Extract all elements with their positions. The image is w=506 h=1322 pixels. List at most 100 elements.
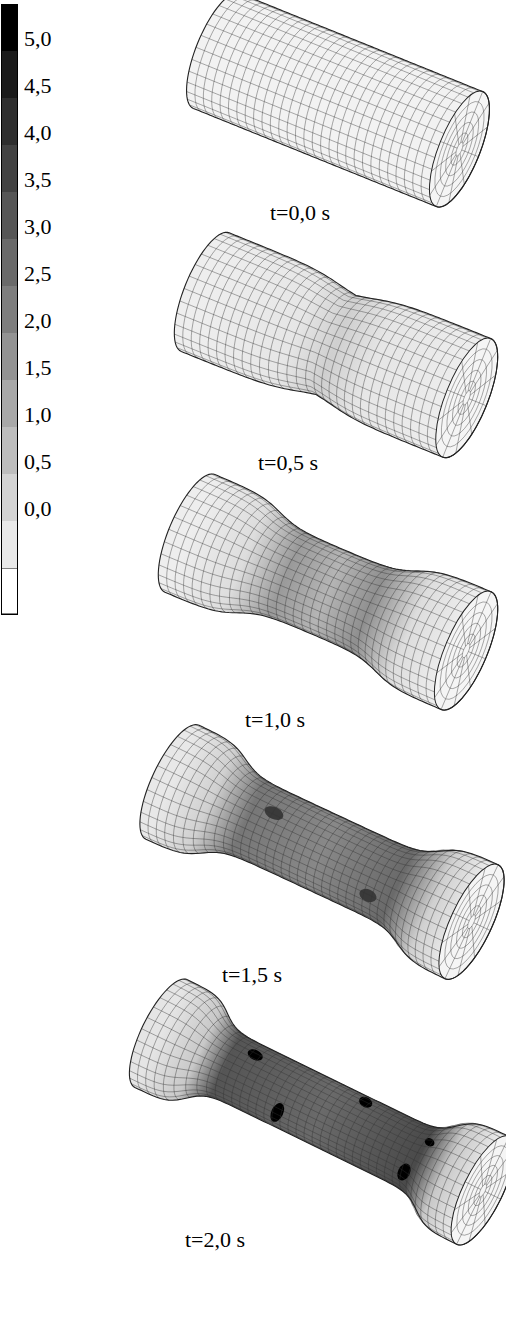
specimen-outline	[146, 466, 506, 717]
mesh-line	[199, 476, 482, 609]
mesh-line	[468, 652, 485, 659]
mesh-line	[158, 561, 440, 692]
mesh-line	[463, 1162, 504, 1220]
mesh-line	[465, 1182, 481, 1190]
mesh-line	[450, 928, 479, 975]
mesh-line	[453, 913, 470, 921]
mesh-line	[434, 868, 506, 976]
mesh-line	[456, 655, 482, 687]
mesh-line	[440, 141, 457, 148]
specimen-surface	[162, 225, 506, 465]
mesh-line	[225, 0, 468, 97]
mesh-line	[184, 288, 446, 394]
mesh-line	[183, 495, 463, 621]
mesh-line	[431, 343, 502, 453]
mesh-line	[218, 504, 278, 613]
legend-swatch	[1, 286, 18, 333]
mesh-line	[430, 596, 503, 706]
specimen-surface	[117, 971, 506, 1253]
mesh-line	[196, 47, 439, 145]
legend-label: 0,5	[24, 451, 52, 473]
mesh-line	[474, 923, 491, 931]
mesh-line	[174, 326, 439, 439]
mesh-line	[447, 642, 464, 649]
mesh-line	[165, 745, 469, 895]
colorbar-band	[1, 4, 18, 51]
mesh-line	[142, 1027, 465, 1186]
mesh-line	[137, 1034, 462, 1197]
mesh-line	[213, 14, 456, 112]
mesh-line	[452, 95, 478, 142]
mesh-line	[176, 730, 483, 887]
specimen-mesh	[117, 971, 506, 1243]
mesh-line	[438, 395, 463, 427]
mesh-line	[485, 1192, 501, 1200]
mesh-line	[140, 811, 448, 969]
mesh-line	[189, 105, 432, 203]
mesh-line	[205, 245, 469, 357]
mesh-line	[469, 399, 486, 406]
mesh-line	[470, 369, 495, 401]
mesh-line	[439, 923, 468, 970]
end-face	[439, 1128, 506, 1253]
mesh-line	[463, 100, 489, 147]
mesh-line	[161, 755, 463, 902]
mesh-line	[143, 792, 447, 941]
time-label: t=1,5 s	[222, 964, 282, 986]
mesh-line	[150, 1007, 476, 1172]
mesh-line	[437, 647, 463, 679]
mesh-line	[461, 643, 472, 659]
legend-label: 1,5	[24, 357, 52, 379]
mesh-line	[451, 614, 477, 646]
mesh-line	[156, 766, 456, 908]
legend-label: 4,5	[24, 75, 52, 97]
mesh-line	[441, 658, 463, 710]
end-face	[422, 583, 506, 717]
mesh-line	[199, 254, 463, 365]
legend-label: 2,5	[24, 263, 52, 285]
specimen-surface	[146, 466, 506, 717]
legend-swatch	[1, 521, 18, 568]
mesh-line	[477, 1139, 505, 1184]
mesh-line	[131, 1047, 460, 1219]
mesh-line	[487, 1144, 506, 1189]
specimen-outline	[162, 225, 506, 465]
specimen	[174, 0, 501, 214]
mesh-line	[436, 400, 463, 449]
legend-swatch	[1, 333, 18, 380]
mesh-line	[161, 572, 444, 706]
legend-swatch	[1, 427, 18, 474]
colorbar-band	[2, 568, 18, 614]
mesh-line	[431, 146, 456, 177]
mesh-line	[207, 24, 450, 122]
specimen-outline	[117, 971, 506, 1253]
legend-swatch	[1, 51, 18, 98]
mesh-line	[164, 537, 442, 659]
time-label: t=2,0 s	[185, 1229, 245, 1251]
mesh-line	[462, 92, 482, 143]
specimen-surface	[127, 716, 506, 987]
mesh-line	[177, 338, 442, 453]
mesh-line	[146, 1017, 469, 1177]
mesh-line	[189, 71, 432, 169]
mesh-line	[462, 150, 479, 157]
colorbar-frame	[2, 5, 18, 615]
mesh-line	[189, 276, 451, 383]
legend-label: 2,0	[24, 310, 52, 332]
mesh-line	[447, 404, 474, 453]
mesh-line	[154, 998, 482, 1167]
mesh-line	[236, 0, 479, 91]
legend-label: 1,0	[24, 404, 52, 426]
mesh-line	[201, 35, 444, 133]
mesh-line	[375, 845, 426, 932]
mesh-line	[211, 239, 476, 353]
mesh-line	[384, 843, 445, 947]
mesh-line	[180, 298, 443, 406]
mesh-line	[247, 261, 313, 384]
time-label: t=0,5 s	[258, 452, 318, 474]
mesh-line	[446, 657, 474, 706]
mesh-line	[459, 342, 486, 391]
mesh-line	[142, 815, 450, 975]
mesh-line	[470, 347, 497, 396]
mesh-line	[219, 5, 462, 103]
